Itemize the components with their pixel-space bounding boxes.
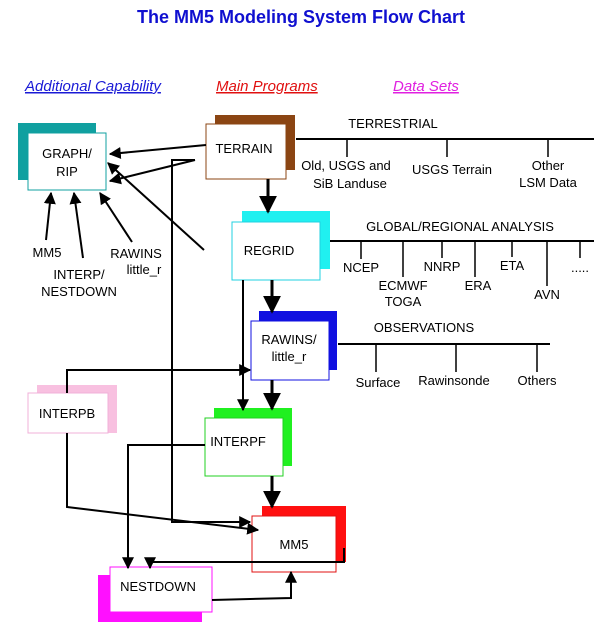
arrow-mm5-input-to-graph — [43, 191, 56, 241]
analysis-header: GLOBAL/REGIONAL ANALYSIS — [366, 219, 554, 234]
analysis-more: ..... — [571, 260, 589, 275]
analysis-ecmwf: ECMWF — [378, 278, 427, 293]
observations-surface: Surface — [356, 375, 401, 390]
arrow-interp-input-to-graph — [69, 191, 84, 259]
analysis-nnrp: NNRP — [424, 259, 461, 274]
rawins-box: RAWINS/ little_r — [250, 311, 337, 381]
terrestrial-landuse-2: SiB Landuse — [313, 176, 387, 191]
interpf-box: INTERPF — [204, 408, 292, 477]
terrestrial-other: Other — [532, 158, 565, 173]
terrain-label: TERRAIN — [215, 141, 272, 156]
arrow-mm5-to-nestdown — [144, 548, 345, 570]
graph-rip-box: GRAPH/ RIP — [18, 123, 107, 191]
rawins-label-2: little_r — [272, 349, 307, 364]
interpb-box: INTERPB — [27, 385, 117, 434]
analysis-era: ERA — [465, 278, 492, 293]
interpf-label: INTERPF — [210, 434, 266, 449]
graph-input-little-r: little_r — [127, 262, 162, 277]
arrow-terrain-to-mm5 — [171, 159, 252, 528]
graph-rip-label-2: RIP — [56, 164, 78, 179]
regrid-box: REGRID — [231, 211, 330, 281]
regrid-label: REGRID — [244, 243, 295, 258]
observations-group: OBSERVATIONS Surface Rawinsonde Others — [338, 320, 557, 390]
terrestrial-lsm-data: LSM Data — [519, 175, 578, 190]
arrow-terrain-to-graph — [108, 144, 207, 159]
graph-input-mm5: MM5 — [33, 245, 62, 260]
legend-data-sets: Data Sets — [393, 78, 459, 95]
observations-header: OBSERVATIONS — [374, 320, 475, 335]
graph-input-interp: INTERP/ — [53, 267, 105, 282]
nestdown-label: NESTDOWN — [120, 579, 196, 594]
terrestrial-landuse-1: Old, USGS and — [301, 158, 391, 173]
graph-input-rawins: RAWINS — [110, 246, 162, 261]
legend-main-programs: Main Programs — [216, 78, 318, 95]
graph-rip-label-1: GRAPH/ — [42, 146, 92, 161]
terrestrial-usgs-terrain: USGS Terrain — [412, 162, 492, 177]
rawins-label-1: RAWINS/ — [261, 332, 317, 347]
analysis-avn: AVN — [534, 287, 560, 302]
page-title: The MM5 Modeling System Flow Chart — [137, 7, 465, 27]
analysis-toga: TOGA — [385, 294, 422, 309]
terrestrial-header: TERRESTRIAL — [348, 116, 438, 131]
arrow-rawins-input-to-graph — [99, 191, 133, 243]
nestdown-box: NESTDOWN — [98, 566, 213, 622]
observations-rawinsonde: Rawinsonde — [418, 373, 490, 388]
arrow-interpb-to-rawins — [66, 364, 252, 393]
mm5-label: MM5 — [280, 537, 309, 552]
arrow-nestdown-to-mm5 — [211, 570, 297, 601]
arrow-regrid-to-graph — [107, 162, 205, 251]
terrestrial-group: TERRESTRIAL Old, USGS and SiB Landuse US… — [296, 116, 594, 191]
observations-others: Others — [517, 373, 557, 388]
analysis-group: GLOBAL/REGIONAL ANALYSIS NCEP ECMWF TOGA… — [330, 219, 594, 309]
legend-additional-capability: Additional Capability — [24, 78, 162, 95]
analysis-eta: ETA — [500, 258, 525, 273]
terrain-box: TERRAIN — [205, 115, 295, 180]
interpb-label: INTERPB — [39, 406, 95, 421]
graph-input-nestdown: NESTDOWN — [41, 284, 117, 299]
arrow-interpf-to-nestdown — [122, 444, 205, 570]
arrow-line-to-graph — [108, 159, 196, 185]
analysis-ncep: NCEP — [343, 260, 379, 275]
